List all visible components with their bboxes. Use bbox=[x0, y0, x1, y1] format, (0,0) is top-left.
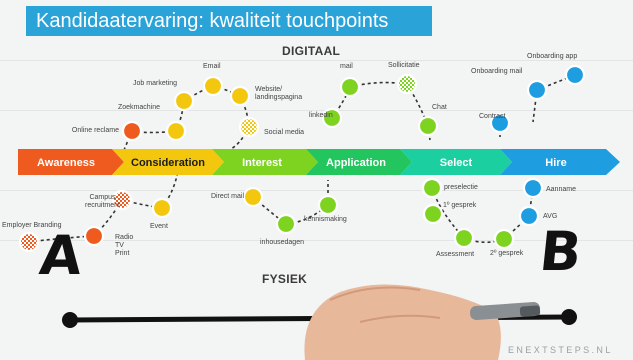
touchpoint-online-reclame bbox=[121, 120, 143, 142]
stage-label-hire: Hire bbox=[545, 157, 566, 169]
stage-labels: Awareness Consideration Interest Applicatio… bbox=[37, 157, 567, 169]
stage-consideration bbox=[112, 149, 224, 175]
touchpoint-radio-tv-print bbox=[83, 225, 105, 247]
label-aanname: Aanname bbox=[546, 186, 576, 193]
label-chat: Chat bbox=[432, 104, 447, 111]
brand-footer: ENEXTSTEPS.NL bbox=[508, 345, 613, 355]
touchpoint-inhousedagen bbox=[275, 213, 297, 235]
touchpoint-circles bbox=[18, 64, 586, 253]
label-preselectie: preselectie bbox=[444, 184, 478, 191]
label-onboarding-app: Onboarding app bbox=[527, 53, 578, 60]
stage-select bbox=[400, 149, 512, 175]
touchpoint-zoekmachine bbox=[165, 120, 187, 142]
label-inhousedagen: inhousedagen bbox=[260, 239, 304, 246]
touchpoint-avg bbox=[518, 205, 540, 227]
touchpoint-contract bbox=[489, 112, 511, 134]
touchpoint-assessment bbox=[453, 227, 475, 249]
stage-label-interest: Interest bbox=[242, 157, 282, 169]
touchpoint-event bbox=[151, 197, 173, 219]
background-rule bbox=[0, 110, 633, 111]
touchpoint-campus-recruitment bbox=[111, 189, 133, 211]
hand-with-marker bbox=[304, 284, 541, 360]
touchpoint-linkedin bbox=[321, 107, 343, 129]
touchpoint-2e-gesprek bbox=[493, 228, 515, 250]
background-rule bbox=[0, 60, 633, 61]
label-1e-gesprek: 1º gesprek bbox=[443, 202, 477, 209]
stage-label-application: Application bbox=[326, 157, 386, 169]
label-radio-tv-print: Radio TV Print bbox=[115, 234, 134, 257]
touchpoint-website bbox=[229, 85, 251, 107]
background-rule bbox=[0, 190, 633, 191]
touchpoint-email bbox=[202, 75, 224, 97]
touchpoint-1e-gesprek bbox=[422, 203, 444, 225]
marker-b: B bbox=[536, 220, 585, 283]
label-sollicitatie: Sollicitatie bbox=[388, 62, 420, 69]
slide-title: Kandidaatervaring: kwaliteit touchpoints bbox=[26, 6, 432, 36]
touchpoint-onboarding-app bbox=[564, 64, 586, 86]
touchpoint-aanname bbox=[522, 177, 544, 199]
background-rule bbox=[0, 240, 633, 241]
stage-hire bbox=[500, 149, 620, 175]
touchpoint-preselectie bbox=[421, 177, 443, 199]
stage-awareness bbox=[18, 149, 124, 175]
label-onboarding-mail: Onboarding mail bbox=[471, 68, 523, 75]
label-campus-recruitment: Campus recruitment bbox=[84, 194, 120, 209]
stage-label-awareness: Awareness bbox=[37, 157, 95, 169]
stage-label-select: Select bbox=[440, 157, 473, 169]
label-social-media: Social media bbox=[264, 129, 305, 136]
marker-a: A bbox=[36, 224, 86, 287]
label-kennismaking: kennismaking bbox=[304, 216, 347, 223]
stage-label-consideration: Consideration bbox=[131, 157, 205, 169]
touchpoint-social-media bbox=[238, 116, 260, 138]
touchpoint-chat bbox=[417, 115, 439, 137]
touchpoint-job-marketing bbox=[173, 90, 195, 112]
label-2e-gesprek: 2º gesprek bbox=[490, 250, 524, 257]
label-direct-mail: Direct mail bbox=[210, 193, 244, 200]
label-website: Website/ landingspagina bbox=[255, 86, 303, 101]
touchpoint-kennismaking bbox=[317, 194, 339, 216]
label-assessment: Assessment bbox=[436, 251, 475, 258]
stage-interest bbox=[212, 149, 318, 175]
label-email: Email bbox=[203, 63, 221, 70]
touchpoint-employer-branding bbox=[18, 231, 40, 253]
section-label-physical: FYSIEK bbox=[262, 272, 308, 286]
stage-bar bbox=[18, 149, 620, 175]
label-event: Event bbox=[150, 223, 168, 230]
label-mail: mail bbox=[340, 63, 353, 70]
touchpoint-direct-mail bbox=[242, 186, 264, 208]
label-job-marketing: Job marketing bbox=[133, 80, 177, 87]
label-zoekmachine: Zoekmachine bbox=[117, 104, 160, 111]
touchpoint-mail bbox=[339, 76, 361, 98]
touchpoint-sollicitatie bbox=[396, 73, 418, 95]
touchpoint-onboarding-mail bbox=[526, 79, 548, 101]
stage-application bbox=[306, 149, 412, 175]
label-avg: AVG bbox=[543, 213, 558, 220]
label-linkedin: linkedin bbox=[309, 112, 333, 119]
label-contract: Contract bbox=[479, 113, 506, 120]
label-employer-branding: Employer Branding bbox=[2, 222, 62, 229]
label-online-reclame: Online reclame bbox=[71, 127, 119, 134]
section-label-digital: DIGITAAL bbox=[282, 44, 341, 58]
